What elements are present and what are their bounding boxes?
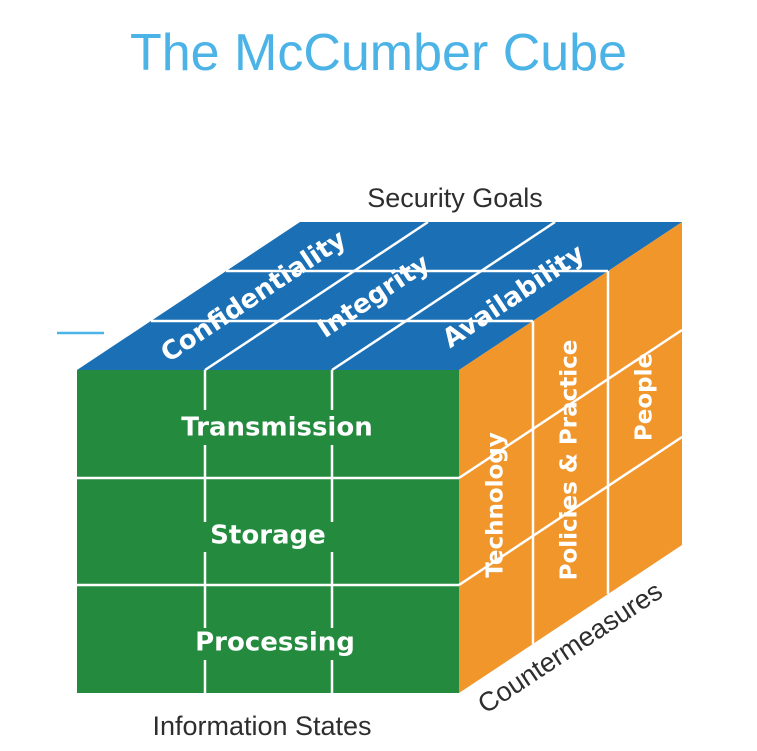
security-goals-label: Security Goals [367,183,543,213]
countermeasure-technology: Technology [483,432,509,578]
front-grid-lines [77,370,459,693]
slide-title: The McCumber Cube [129,24,628,82]
countermeasure-policies-practice: Policies & Practice [557,340,583,581]
side-grid-lines [458,271,683,644]
cube-front-face [77,370,459,693]
top-grid-lines [151,220,608,372]
information-state-storage: Storage [210,521,326,551]
countermeasure-people: People [632,353,658,441]
information-state-transmission: Transmission [181,413,372,443]
information-states-label: Information States [152,711,371,741]
information-state-processing: Processing [195,628,355,658]
cube-top-face [77,222,682,370]
cube-side-face [459,222,682,693]
